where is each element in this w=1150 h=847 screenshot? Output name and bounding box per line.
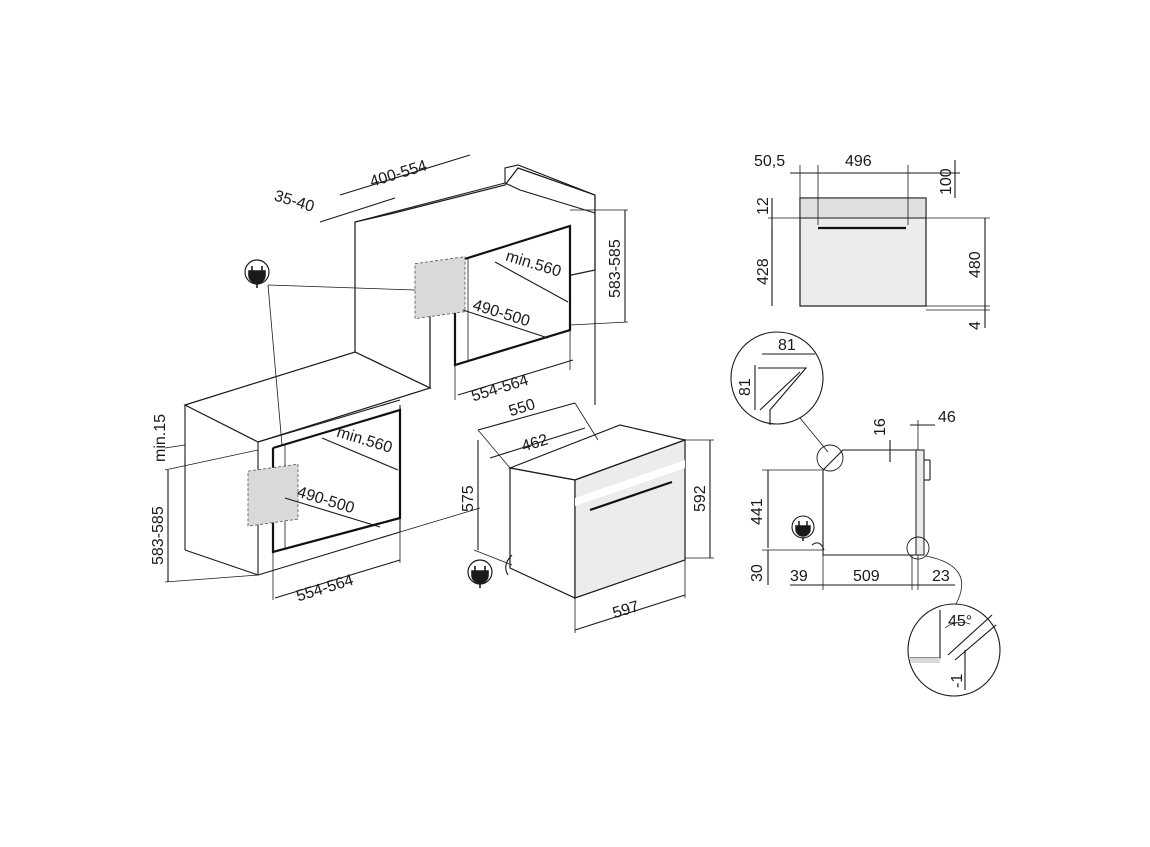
dim-front-gap-top: 12 [755,197,772,215]
dim-base-niche-span: 554-564 [294,572,355,605]
front-view: 50,5 496 100 12 428 480 4 [754,153,990,330]
dim-side-back: 23 [932,568,950,585]
dim-side-top-gap: 16 [872,418,889,436]
dim-front-top: 100 [938,168,955,195]
dim-side-front: 39 [790,568,808,585]
dim-side-height: 441 [749,498,766,525]
dim-tall-rear-gap: 35-40 [272,188,316,216]
dim-front-bottom: 4 [967,321,984,330]
dim-detail-angle: 45° [948,613,972,630]
dim-front-inner-height: 428 [755,258,772,285]
dim-side-door: 46 [938,409,956,426]
dim-front-height: 480 [967,251,984,278]
dim-detail-vertical: 81 [737,378,754,396]
side-view: 81 81 16 46 441 30 39 509 [730,331,1001,697]
plug-icon-oven [467,559,493,588]
dim-side-depth: 509 [853,568,880,585]
dim-oven-height-front: 592 [692,485,709,512]
dim-oven-body-depth: 462 [520,431,551,455]
oven-perspective: 550 462 575 592 597 [460,396,714,633]
dim-oven-width: 597 [611,598,642,622]
dim-detail-offset: -1 [949,674,966,688]
dim-oven-height-body: 575 [460,485,477,512]
dim-side-bottom: 30 [749,564,766,582]
dim-tall-depth: 400-554 [368,157,429,190]
dim-oven-depth: 550 [507,396,538,420]
dim-tall-height: 583-585 [607,239,624,298]
dim-front-width: 496 [845,153,872,170]
dim-detail-horizontal: 81 [778,337,796,354]
dim-base-top-gap: min.15 [152,414,169,462]
base-cabinet: min.15 583-585 min.560 490-500 554-564 [150,351,481,605]
dim-base-height: 583-585 [150,506,167,565]
dim-front-left-offset: 50,5 [754,153,785,170]
plug-icon [244,259,416,446]
